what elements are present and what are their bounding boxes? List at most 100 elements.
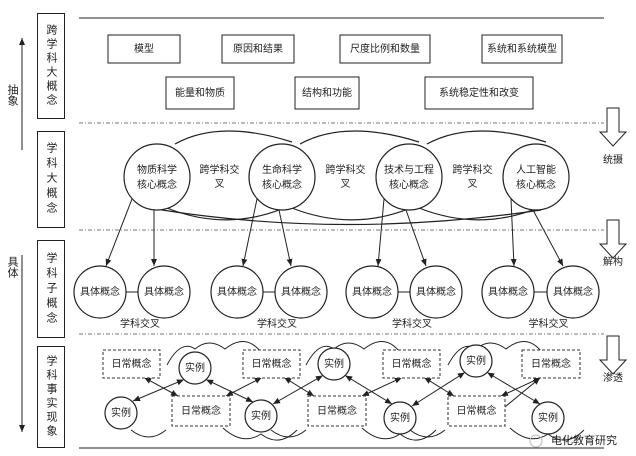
specific-concept-circle [409,265,463,319]
discipline-cross-label: 学科交叉 [120,317,160,330]
wave-curve [222,427,298,441]
specific-concept-circle [481,265,535,319]
specific-concept-label: 具体概念 [488,285,528,298]
instance-label: 实例 [324,357,344,370]
instance-circle [104,396,138,430]
instance-label: 实例 [185,361,205,374]
daily-concept-label: 日常概念 [112,357,152,370]
core-concept-circle [502,143,570,211]
level-label-facts: 学科事实现象 [45,355,58,439]
core-concept-circle [375,143,443,211]
specific-concept-label: 具体概念 [352,285,392,298]
core-concept-label: 生命科学 [262,163,302,176]
level-label-crosscutting: 跨学科大概念 [45,24,58,108]
core-concept-label: 核心概念 [137,178,177,191]
interdisciplinary-label: 跨学科交 [326,163,366,176]
daily-concept-box [382,349,441,379]
daily-concept-label: 日常概念 [181,404,221,417]
specific-concept-label: 具体概念 [144,285,184,298]
discipline-cross-label: 学科交叉 [257,317,297,330]
daily-concept-box [102,349,161,379]
core-concept-circle [123,143,191,211]
interdisciplinary-link-curve [161,209,542,226]
relation-double-arrow [284,377,315,397]
core-concept-label: 人工智能 [516,163,556,176]
watermark-logo-icon [529,434,543,448]
instance-circle [317,347,351,381]
decompose-arrow [532,209,564,267]
relation-double-arrow [225,377,262,397]
decompose-arrow [510,198,517,267]
crosscutting-concept-box [107,34,181,64]
interdisciplinary-label: 跨学科交 [453,163,493,176]
daily-concept-box [521,349,581,379]
instance-circle [531,401,565,435]
instance-circle [383,401,417,435]
crosscutting-concept-label: 结构和功能 [302,86,352,99]
deconstruct-arrow-icon [598,219,628,259]
decompose-arrow [375,198,385,267]
crosscutting-concept-label: 能量和物质 [175,86,225,99]
discipline-cross-label: 学科交叉 [392,317,432,330]
process-label-2: 渗透 [603,371,623,384]
daily-concept-box [447,395,506,427]
interdisciplinary-label: 跨学科交 [200,163,240,176]
core-concept-label: 核心概念 [516,178,556,191]
interdisciplinary-label: 叉 [468,178,478,190]
crosscutting-concept-box [294,76,360,110]
instance-label: 实例 [466,354,486,367]
level-box-crosscutting: 跨学科大概念 [37,13,65,119]
watermark-text: 电化教育研究 [551,433,617,447]
discipline-cross-label: 学科交叉 [529,317,569,330]
decompose-arrow [105,198,133,267]
specific-concept-circle [274,265,328,319]
daily-concept-box [307,395,367,427]
crosscutting-concept-box [221,34,295,64]
interdisciplinary-link-curve [426,130,547,145]
wave-curve [409,429,446,438]
specific-concept-label: 具体概念 [281,285,321,298]
specific-concept-circle [73,265,127,319]
specific-concept-label: 具体概念 [553,285,593,298]
relation-double-arrow [361,377,402,397]
daily-concept-box [242,349,301,379]
process-label-0: 统摄 [603,153,623,166]
crosscutting-concept-box [339,34,431,64]
permeate-arrow-icon [598,335,628,375]
core-concept-label: 核心概念 [262,178,302,191]
core-concept-circle [248,143,316,211]
relation-double-arrow [144,377,179,397]
daily-concept-label: 日常概念 [317,404,357,417]
daily-concept-label: 日常概念 [457,404,497,417]
level-label-discipline-big: 学科大概念 [45,142,58,217]
interdisciplinary-link-curve [299,130,420,145]
instance-label: 实例 [251,409,271,422]
integrate-arrow-icon [598,107,628,147]
instance-circle [459,344,493,378]
crosscutting-concept-box [165,76,235,110]
daily-concept-label: 日常概念 [392,357,432,370]
wave-curve [305,341,400,366]
crosscutting-concept-label: 模型 [134,42,154,55]
instance-label: 实例 [111,406,131,419]
process-label-1: 解构 [603,255,623,268]
abstract-label: 抽象 [6,84,19,106]
specific-concept-circle [546,265,600,319]
instance-circle [244,399,278,433]
level-label-discipline-sub: 学科子概念 [45,251,58,327]
core-concept-label: 物质科学 [137,163,177,176]
decompose-arrow [278,209,293,267]
instance-circle [178,351,212,385]
relation-double-arrow [424,377,455,397]
specific-concept-label: 具体概念 [80,285,120,298]
daily-concept-box [171,395,231,427]
instance-label: 实例 [390,411,410,424]
decompose-arrow [241,198,258,267]
specific-concept-circle [345,265,399,319]
specific-concept-circle [210,265,264,319]
interdisciplinary-label: 叉 [215,178,225,190]
level-box-discipline-big: 学科大概念 [37,131,65,228]
core-concept-label: 核心概念 [389,178,429,191]
crosscutting-concept-box [424,76,534,110]
